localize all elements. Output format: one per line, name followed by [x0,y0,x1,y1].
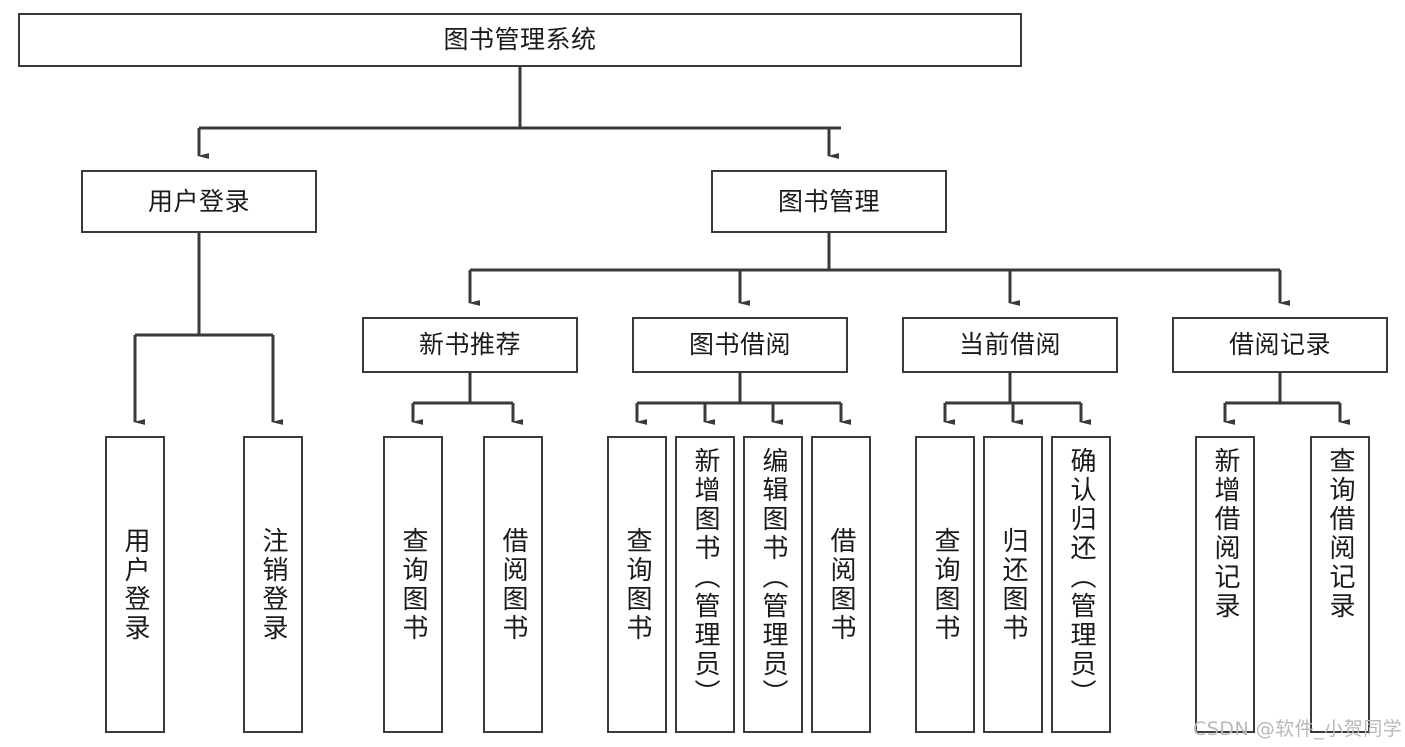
node-leaf-user-logout[interactable]: 注销登录 [243,436,303,733]
node-label: 确认归还（管理员） [1066,447,1096,708]
node-label: 新增借阅记录 [1210,447,1240,621]
node-label: 图书管理 [777,186,880,216]
node-borrow-record[interactable]: 借阅记录 [1172,317,1388,373]
node-label: 图书管理系统 [443,25,597,55]
node-leaf-query-book-current[interactable]: 查询图书 [915,436,975,733]
node-label: 新增图书（管理员） [690,447,720,708]
node-label: 查询图书 [622,526,652,643]
node-leaf-confirm-return-admin[interactable]: 确认归还（管理员） [1051,436,1111,733]
node-leaf-borrow-book[interactable]: 借阅图书 [811,436,871,733]
node-book-borrow[interactable]: 图书借阅 [632,317,848,373]
node-label: 用户登录 [147,186,250,216]
node-leaf-borrow-book-recommend[interactable]: 借阅图书 [483,436,543,733]
node-book-manage[interactable]: 图书管理 [711,170,947,233]
node-leaf-edit-book-admin[interactable]: 编辑图书（管理员） [743,436,803,733]
node-label: 归还图书 [998,526,1028,643]
node-label: 借阅记录 [1228,330,1331,360]
node-user-login[interactable]: 用户登录 [81,170,317,233]
node-new-book-recommend[interactable]: 新书推荐 [362,317,578,373]
node-label: 借阅图书 [498,526,528,643]
node-label: 注销登录 [258,526,288,643]
node-label: 图书借阅 [688,330,791,360]
node-leaf-query-borrow-record[interactable]: 查询借阅记录 [1310,436,1370,733]
node-current-borrow[interactable]: 当前借阅 [902,317,1118,373]
node-leaf-user-login[interactable]: 用户登录 [105,436,165,733]
node-label: 当前借阅 [958,330,1061,360]
node-label: 编辑图书（管理员） [758,447,788,708]
node-leaf-add-borrow-record[interactable]: 新增借阅记录 [1195,436,1255,733]
node-label: 查询图书 [398,526,428,643]
node-leaf-query-book-borrow[interactable]: 查询图书 [607,436,667,733]
node-label: 借阅图书 [826,526,856,643]
node-system-root[interactable]: 图书管理系统 [18,13,1022,67]
node-leaf-add-book-admin[interactable]: 新增图书（管理员） [675,436,735,733]
watermark-text: CSDN @软件_小贺同学 [1193,718,1403,740]
node-leaf-query-book-recommend[interactable]: 查询图书 [383,436,443,733]
node-label: 查询图书 [930,526,960,643]
node-label: 查询借阅记录 [1325,447,1355,621]
node-label: 用户登录 [120,526,150,643]
node-leaf-return-book[interactable]: 归还图书 [983,436,1043,733]
node-label: 新书推荐 [418,330,521,360]
